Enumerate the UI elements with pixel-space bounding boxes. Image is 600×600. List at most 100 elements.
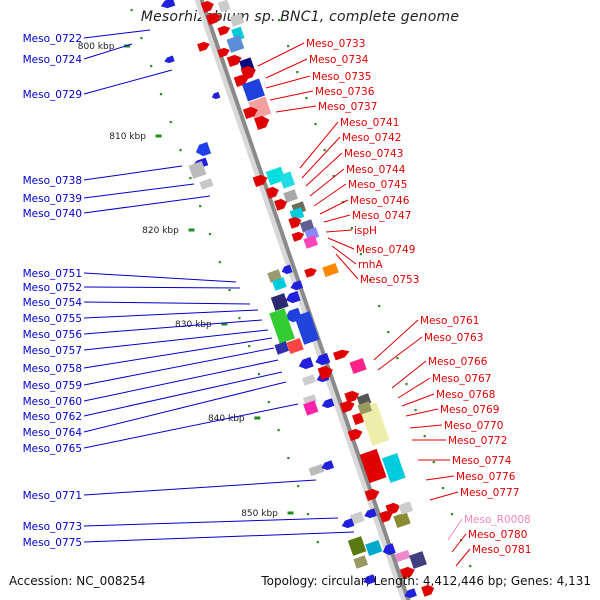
gene-shape (303, 235, 319, 249)
gene-label-right: Meso_0736 (315, 86, 375, 98)
gene-block (274, 341, 290, 355)
gene-arrow (382, 543, 396, 556)
track-dot (218, 261, 221, 264)
leader-line (425, 475, 455, 481)
gene-label-right: Meso_0745 (348, 179, 407, 191)
track-dot (199, 205, 202, 208)
leader-line (409, 424, 443, 429)
gene-block (322, 262, 339, 278)
leader-line (83, 347, 275, 386)
gene-shape (315, 352, 331, 366)
gene-shape (211, 91, 221, 100)
leader-line (257, 42, 305, 67)
gene-label-left: Meso_0757 (23, 345, 82, 357)
track-dot (323, 149, 326, 152)
gene-block (381, 453, 406, 483)
leader-line (305, 152, 343, 187)
gene-shape (359, 448, 387, 484)
gene-shape (349, 511, 365, 525)
gene-arrow (242, 106, 258, 120)
leader-line (83, 371, 283, 417)
gene-label-left: Meso_0759 (23, 380, 82, 392)
track-dot (169, 121, 172, 124)
gene-block (226, 35, 245, 53)
accession-text: Accession: NC_008254 (9, 574, 146, 588)
track-dot (150, 65, 153, 68)
gene-arrow (252, 174, 268, 188)
gene-arrow (211, 91, 221, 100)
gene-label-left: Meso_0771 (23, 490, 82, 502)
gene-label-left: Meso_0752 (23, 282, 82, 294)
leader-line (323, 214, 351, 223)
gene-label-left: Meso_0775 (23, 537, 82, 549)
track-dot (423, 435, 426, 438)
track-dot (228, 289, 231, 292)
gene-label-left: Meso_0773 (23, 521, 82, 533)
gene-label-right: Meso_0772 (448, 435, 507, 447)
leader-line (265, 58, 308, 79)
track-dot (287, 45, 290, 48)
gene-label-left: Meso_0760 (23, 396, 82, 408)
track-dot (278, 19, 281, 22)
leader-line (327, 237, 355, 250)
track-dot (297, 485, 300, 488)
gene-block (294, 311, 320, 345)
leader-line (83, 531, 355, 543)
track-dot (378, 305, 381, 308)
track-dot (369, 279, 372, 282)
leader-line (405, 408, 439, 417)
gene-arrow (364, 508, 377, 519)
leader-line (83, 301, 251, 305)
scale-tick-label: 800 kbp (78, 42, 115, 52)
gene-shape (217, 47, 230, 58)
gene-arrow (197, 41, 210, 52)
gene-block (188, 161, 207, 179)
gene-shape (274, 198, 288, 211)
gene-block (270, 293, 289, 311)
gene-label-left: Meso_0740 (23, 208, 82, 220)
gene-label-right: Meso_0768 (436, 389, 495, 401)
leader-line (397, 377, 431, 399)
gene-label-left: Meso_0751 (23, 268, 82, 280)
gene-shape (252, 174, 268, 188)
gene-block (289, 207, 305, 221)
leader-line (83, 286, 241, 289)
leader-line (83, 29, 151, 39)
gene-label-right: Meso_0780 (468, 529, 527, 541)
gene-shape (160, 0, 176, 9)
gene-shape (272, 277, 287, 291)
track-dot (332, 175, 335, 178)
gene-label-left: Meso_0754 (23, 297, 83, 309)
gene-block (349, 511, 365, 525)
leader-line (83, 381, 287, 433)
gene-arrow (217, 47, 230, 58)
gene-shape (393, 512, 411, 528)
gene-label-left: Meso_0724 (23, 54, 83, 66)
gene-shape (404, 588, 417, 599)
leader-line (451, 533, 467, 553)
gene-block (349, 358, 367, 374)
gene-block (308, 463, 325, 477)
gene-arrow (385, 502, 401, 516)
track-dot (130, 9, 133, 12)
gene-shape (265, 166, 286, 186)
gene-block (359, 402, 390, 446)
gene-block (286, 338, 304, 354)
track-dot (432, 461, 435, 464)
gene-label-left: Meso_0758 (23, 363, 82, 375)
gene-shape (347, 536, 367, 556)
track-dot (159, 93, 163, 96)
track-dot (387, 331, 390, 334)
gene-label-right: Meso_0743 (344, 148, 403, 160)
gene-label-right: Meso_0776 (456, 471, 516, 483)
gene-shape (217, 0, 231, 13)
track-dot (314, 123, 317, 126)
gene-arrow (321, 460, 335, 471)
leader-line (83, 195, 211, 214)
track-dot (350, 227, 353, 230)
gene-shape (399, 566, 415, 580)
gene-shape (364, 488, 380, 502)
leader-line (377, 336, 423, 371)
gene-shape (206, 12, 221, 26)
